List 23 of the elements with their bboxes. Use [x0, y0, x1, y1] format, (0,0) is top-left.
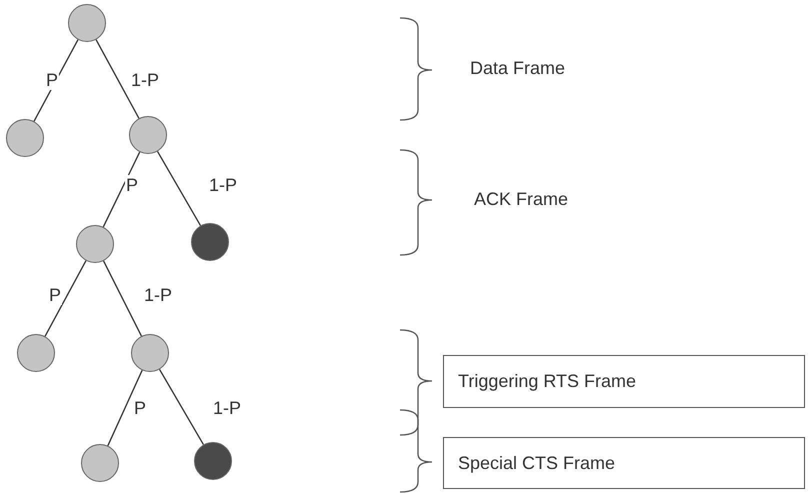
tree-node-circle — [68, 4, 106, 42]
tree-node-circle — [76, 225, 114, 263]
tree-branch-line — [156, 151, 202, 226]
frame-label: ACK Frame — [474, 189, 568, 210]
tree-branch-line — [159, 369, 204, 445]
frame-label: Special CTS Frame — [458, 452, 616, 474]
tree-branch-line — [33, 39, 79, 122]
frame-label: Data Frame — [470, 58, 566, 79]
tree-node-circle — [129, 116, 167, 154]
tree-branch-line — [107, 370, 143, 446]
tree-node-circle — [131, 334, 169, 372]
tree-branch-line — [102, 260, 142, 336]
tree-branch-line — [44, 260, 87, 337]
tree-branch-line — [102, 152, 140, 228]
frame-box — [443, 355, 805, 408]
tree-node-circle — [6, 119, 44, 157]
tree-node-circle — [191, 223, 229, 261]
tree-node-circle — [81, 444, 119, 482]
tree-branch-line — [96, 39, 140, 119]
frame-label: Triggering RTS Frame — [458, 371, 636, 392]
frame-box — [443, 437, 805, 489]
tree-node-circle — [194, 442, 232, 480]
tree-node-circle — [17, 334, 55, 372]
